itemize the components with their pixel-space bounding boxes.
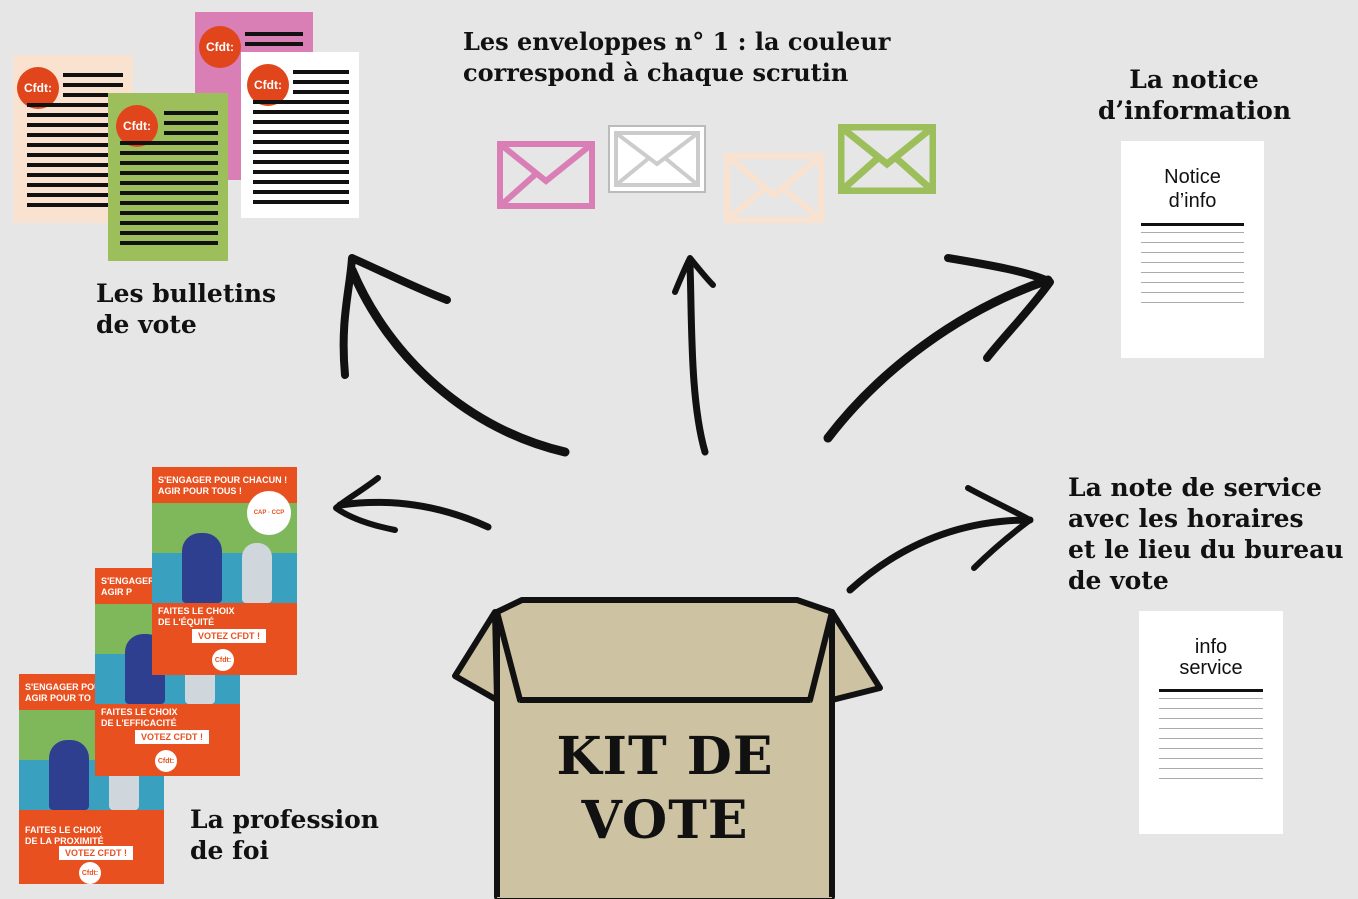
- cfdt-logo: Cfdt:: [199, 26, 241, 68]
- notice-card-subtitle: d’info: [1168, 190, 1217, 212]
- label-note-service: La note de service avec les horaires et …: [1068, 473, 1344, 595]
- arrow-to-profession: [336, 498, 492, 531]
- ballot-white: Cfdt:: [241, 52, 359, 218]
- arrow-to-note: [846, 516, 1034, 594]
- envelope-white: [608, 125, 706, 193]
- envelope-green: [838, 124, 936, 194]
- arrowhead-envelopes: [672, 255, 716, 295]
- envelope-peach: [724, 153, 824, 223]
- kit-box: [452, 597, 883, 899]
- arrowhead-notice: [944, 254, 1054, 362]
- box-label-line-2: VOTE: [581, 790, 749, 851]
- envelope-pink: [497, 141, 595, 209]
- notice-card: Notice d’info: [1121, 141, 1264, 358]
- arrowhead-note: [965, 485, 1033, 571]
- cfdt-logo: Cfdt:: [17, 67, 59, 109]
- arrow-to-envelopes: [686, 261, 709, 456]
- info-card-title: info: [1194, 636, 1228, 658]
- arrowhead-bulletins: [339, 254, 451, 379]
- label-enveloppes: Les enveloppes n° 1 : la couleur corresp…: [463, 27, 891, 87]
- info-card-subtitle: service: [1179, 657, 1243, 679]
- label-bulletins: Les bulletins de vote: [96, 279, 277, 339]
- cfdt-logo: Cfdt:: [116, 105, 158, 147]
- ballot-green: Cfdt:: [108, 93, 228, 261]
- tract-equite: S'ENGAGER POUR CHACUN !AGIR POUR TOUS ! …: [152, 467, 297, 675]
- cfdt-logo: Cfdt:: [247, 64, 289, 106]
- info-service-card: info service: [1139, 611, 1283, 834]
- box-label: KIT DE VOTE: [497, 725, 833, 853]
- label-notice: La notice d’information: [1098, 65, 1292, 125]
- label-profession: La profession de foi: [190, 805, 379, 865]
- arrowhead-profession: [333, 475, 398, 533]
- arrow-to-notice: [823, 275, 1053, 443]
- notice-card-title: Notice: [1164, 166, 1221, 188]
- box-label-line-1: KIT DE: [556, 726, 774, 787]
- arrow-to-bulletins: [347, 265, 570, 457]
- election-badge: CAP · CCP: [247, 491, 291, 535]
